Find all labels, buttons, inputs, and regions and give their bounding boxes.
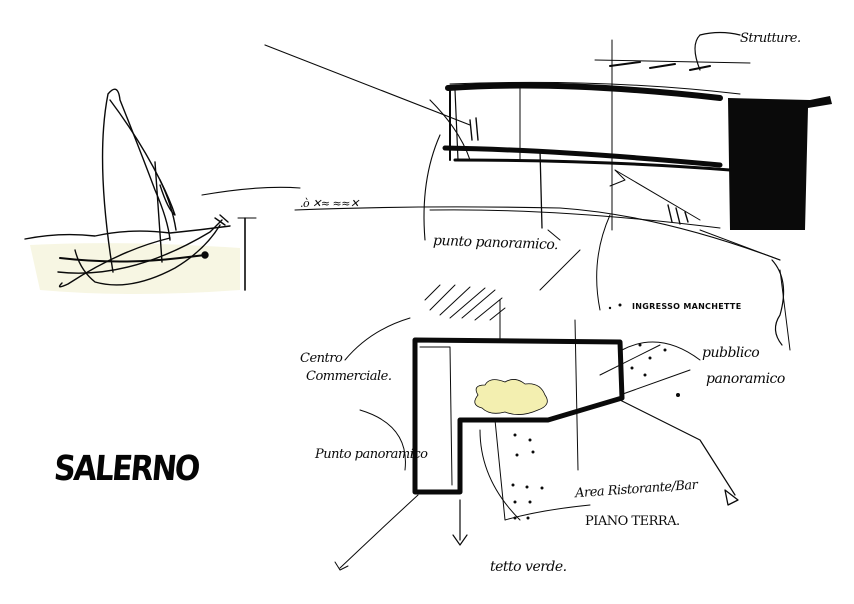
section-figures <box>469 117 689 225</box>
label-piano-terra: PIANO TERRA. <box>585 514 680 529</box>
section-building <box>429 31 791 351</box>
sketch-title: SALERNO <box>52 449 201 490</box>
plan-hatch <box>424 284 506 321</box>
section-tower-mass <box>728 96 832 230</box>
sailboat-drawing <box>24 88 231 288</box>
label-tetto-verde: tetto verde. <box>490 559 567 575</box>
label-punto-panoramico-section: punto panoramico. <box>432 232 559 254</box>
label-panoramico: panoramico <box>706 371 785 387</box>
sea-wash <box>30 243 240 294</box>
label-commerciale: Commerciale. <box>306 369 392 384</box>
plan-cloud-tree <box>474 379 548 415</box>
label-horizon-marks: .ò ✕≈ ≈≈✕ <box>300 197 359 210</box>
plan-building <box>334 214 739 571</box>
horizon-lines <box>201 44 781 291</box>
label-ingresso: INGRESSO MANCHETTE <box>632 302 742 311</box>
label-pubblico: pubblico <box>702 345 760 361</box>
label-strutture: Strutture. <box>740 31 801 46</box>
label-punto-panoramico-plan: Punto panoramico <box>315 447 428 462</box>
plan-dots <box>511 303 680 520</box>
label-centro: Centro <box>300 351 343 366</box>
